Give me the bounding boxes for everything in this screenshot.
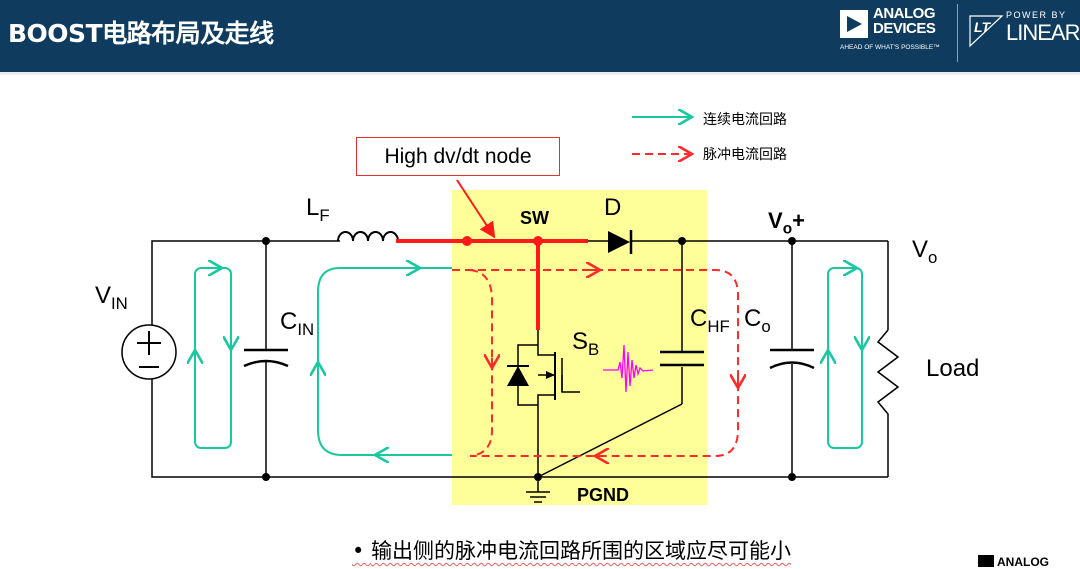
- svg-text:LT: LT: [974, 19, 992, 35]
- legend-continuous-label: 连续电流回路: [703, 112, 787, 128]
- load-label: Load: [926, 355, 980, 382]
- lt-mark-icon: LT: [969, 15, 1004, 48]
- callout-arrow: [456, 179, 496, 239]
- lf-label: LF: [306, 194, 330, 225]
- vo-label: Vo: [912, 236, 938, 267]
- adi-triangle-icon: [978, 555, 994, 567]
- vin-label: VIN: [95, 282, 128, 313]
- logo-text: LINEAR: [1006, 20, 1080, 45]
- linear-logo: LT POWER BY LINEAR: [968, 8, 1080, 58]
- sb-label: SB: [572, 328, 600, 359]
- header-bar: BOOST电路布局及走线 ANALOG DEVICES AHEAD OF WHA…: [0, 0, 1080, 72]
- logo-text: DEVICES: [873, 20, 936, 37]
- legend-pulse-label: 脉冲电流回路: [703, 147, 787, 163]
- continuous-current-loops: [195, 268, 862, 455]
- junction-dots: [262, 236, 796, 481]
- wires: [151, 231, 900, 503]
- vo-plus-label: Vo+: [768, 208, 805, 238]
- logo-text: ANALOG: [873, 5, 936, 22]
- co-label: Co: [744, 305, 771, 336]
- footer-logo-text: ANALOG: [997, 555, 1049, 569]
- high-dvdt-node: [396, 239, 588, 330]
- footer-logo: ANALOG: [978, 555, 1049, 569]
- header-divider: [0, 72, 1080, 75]
- logo-tagline: AHEAD OF WHAT'S POSSIBLE™: [840, 44, 940, 51]
- high-dvdt-callout: High dv/dt node: [356, 137, 560, 176]
- mosfet-arrow: [546, 371, 555, 379]
- chf-label: CHF: [690, 305, 730, 336]
- sw-label: SW: [520, 208, 549, 228]
- d-label: D: [604, 194, 622, 221]
- bullet-point: • 输出侧的脉冲电流回路所围的区域应尽可能小: [352, 539, 792, 563]
- logo-text: POWER BY: [1006, 10, 1067, 20]
- body-diode: [507, 366, 529, 386]
- slide-title: BOOST电路布局及走线: [8, 19, 274, 48]
- bullet-text: 输出侧的脉冲电流回路所围的区域应尽可能小: [371, 539, 792, 563]
- logo-divider: [957, 4, 958, 62]
- diode-d: [608, 231, 630, 253]
- pgnd-label: PGND: [577, 485, 630, 505]
- ringing-waveform-icon: [603, 344, 654, 393]
- adi-triangle-icon: [840, 10, 868, 38]
- cin-label: CIN: [280, 308, 315, 339]
- analog-devices-logo: ANALOG DEVICES AHEAD OF WHAT'S POSSIBLE™: [840, 6, 950, 62]
